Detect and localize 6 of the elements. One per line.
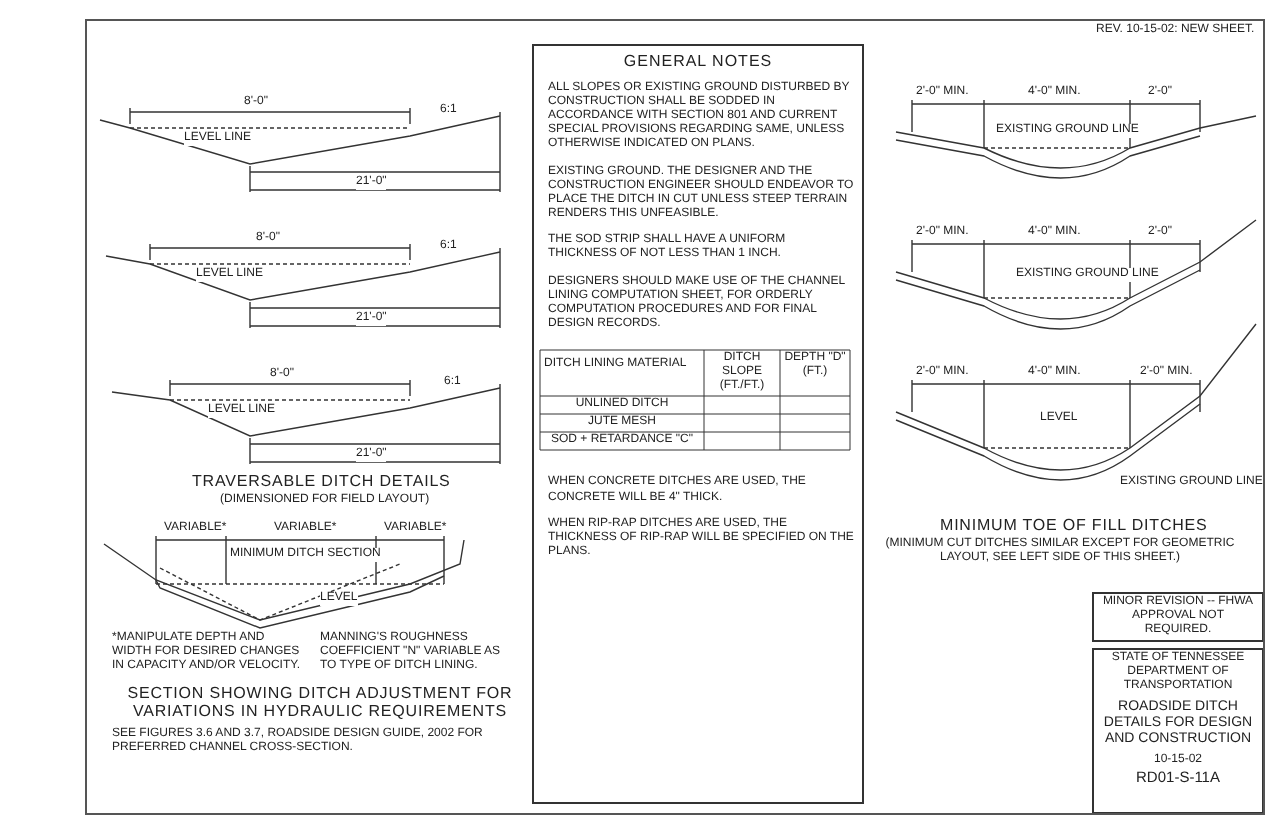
notes-panel bbox=[532, 44, 864, 804]
drawing-caption: MINIMUM TOE OF FILL DITCHES bbox=[940, 516, 1208, 535]
drawing-caption: TRAVERSABLE DITCH DETAILS bbox=[192, 472, 451, 491]
panel-heading: GENERAL NOTES bbox=[621, 52, 775, 72]
revision-box bbox=[1092, 592, 1264, 642]
title-block bbox=[1092, 648, 1264, 814]
